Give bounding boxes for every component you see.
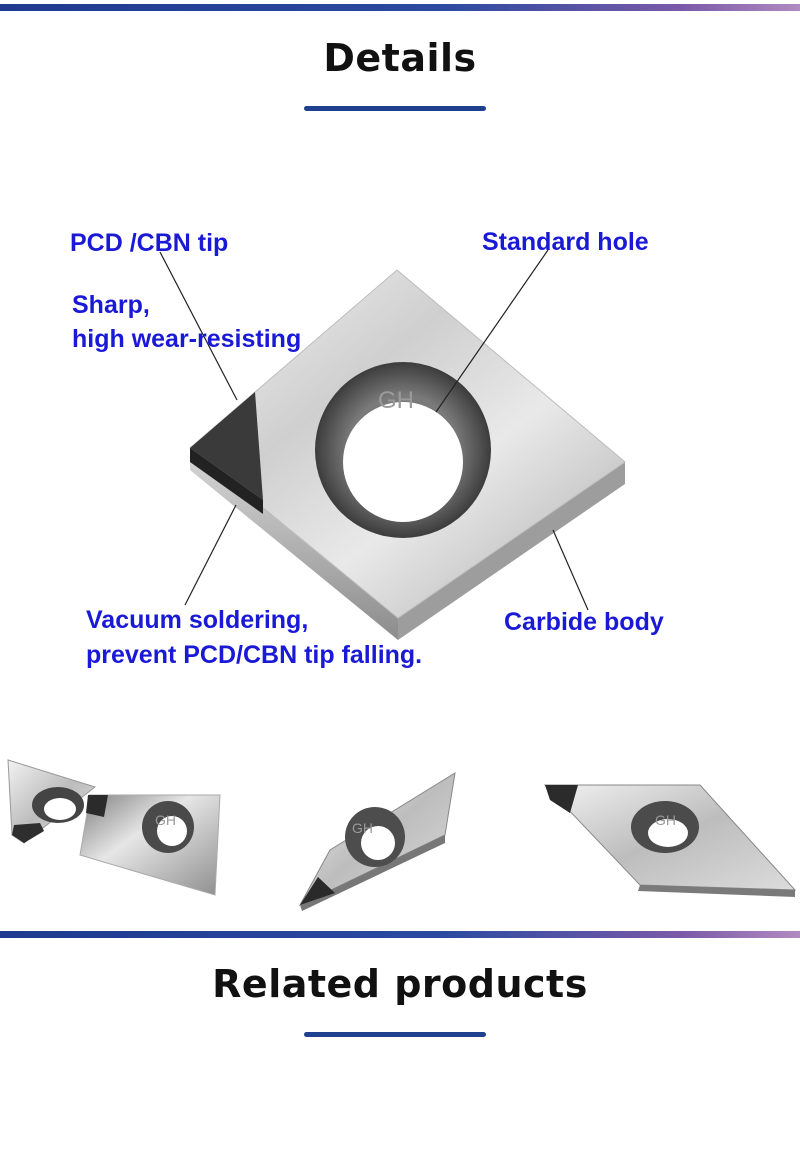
leader-tip (159, 251, 238, 401)
label-vacuum-soldering: Vacuum soldering, (86, 606, 309, 634)
label-pcd-tip: PCD /CBN tip (70, 229, 229, 257)
insert-side-right (398, 462, 625, 640)
product-gallery: GH GH GH (7, 759, 797, 911)
label-sharp: Sharp, (72, 291, 150, 319)
top-gradient-bar (0, 4, 800, 11)
related-underline (304, 1032, 486, 1037)
gallery-item-square-pair: GH (7, 759, 221, 896)
leader-vacuum (184, 504, 237, 606)
insert-diagram: GH (159, 249, 626, 640)
pcd-tip-edge (190, 448, 263, 514)
label-prevent-falling: prevent PCD/CBN tip falling. (86, 641, 423, 669)
related-products-heading: Related products (212, 962, 588, 1006)
details-heading: Details (323, 36, 477, 80)
gallery-watermark-3: GH (655, 812, 676, 828)
gallery-item-rhombic-55: GH (543, 784, 797, 897)
label-wear-resisting: high wear-resisting (72, 325, 302, 353)
gallery-watermark-2: GH (352, 820, 373, 836)
label-standard-hole: Standard hole (482, 228, 649, 256)
section-gradient-bar (0, 931, 800, 938)
leader-hole (435, 249, 549, 413)
standard-hole (343, 402, 463, 522)
hole-watermark: GH (378, 387, 414, 414)
label-carbide-body: Carbide body (504, 608, 664, 636)
pcd-tip (190, 392, 263, 500)
leader-carbide (552, 529, 589, 611)
details-underline (304, 106, 486, 111)
gallery-watermark-1: GH (155, 812, 176, 828)
gallery-item-rhombic-35: GH (298, 772, 456, 911)
